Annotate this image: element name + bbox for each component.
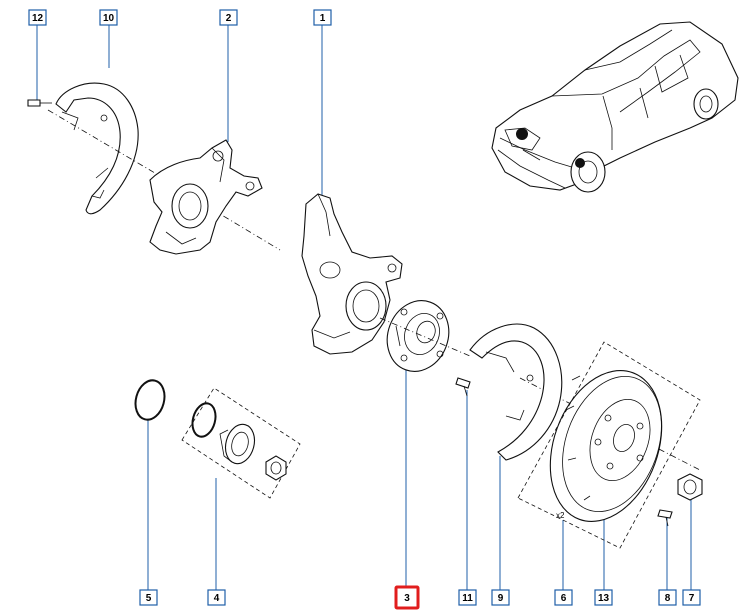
- hub-nut: [677, 473, 703, 501]
- bolt-small-12: [27, 99, 52, 107]
- vehicle-illustration: [491, 21, 739, 193]
- quantity-note: x2: [556, 511, 565, 520]
- callout-5[interactable]: 5: [139, 589, 158, 606]
- upper-dust-shield: [55, 82, 139, 215]
- callout-3-highlighted[interactable]: 3: [394, 585, 420, 610]
- leader-lines: [36, 25, 692, 590]
- callout-2[interactable]: 2: [219, 9, 238, 26]
- callout-12[interactable]: 12: [28, 9, 47, 26]
- brake-dust-shield: [469, 323, 563, 461]
- callout-1[interactable]: 1: [313, 9, 332, 26]
- svg-text:2: 2: [226, 13, 232, 24]
- callout-6[interactable]: 6: [554, 589, 573, 606]
- brake-disc: [549, 370, 663, 522]
- svg-text:13: 13: [598, 593, 610, 604]
- svg-text:3: 3: [404, 593, 410, 604]
- steering-knuckle-center: [301, 193, 403, 355]
- disc-kit-box: [517, 341, 701, 549]
- callout-11[interactable]: 11: [458, 589, 477, 606]
- svg-text:11: 11: [462, 593, 473, 604]
- svg-text:8: 8: [665, 593, 671, 604]
- svg-text:10: 10: [103, 13, 115, 24]
- callout-4[interactable]: 4: [207, 589, 226, 606]
- bearing-kit: [181, 387, 301, 499]
- callout-7[interactable]: 7: [682, 589, 701, 606]
- svg-text:4: 4: [214, 593, 220, 604]
- svg-text:9: 9: [498, 593, 504, 604]
- svg-text:1: 1: [320, 13, 326, 24]
- callout-9[interactable]: 9: [491, 589, 510, 606]
- disc-screw-8: [657, 509, 673, 527]
- svg-text:6: 6: [561, 593, 567, 604]
- circlip: [134, 379, 166, 421]
- callout-10[interactable]: 10: [99, 9, 118, 26]
- svg-text:7: 7: [689, 593, 695, 604]
- svg-text:5: 5: [146, 593, 152, 604]
- svg-text:12: 12: [32, 13, 44, 24]
- steering-knuckle-upper: [149, 139, 263, 255]
- callout-13[interactable]: 13: [594, 589, 613, 606]
- callout-8[interactable]: 8: [658, 589, 677, 606]
- screw-11: [455, 377, 471, 397]
- wheel-hub: [386, 300, 450, 372]
- axis-line-center: [379, 317, 701, 471]
